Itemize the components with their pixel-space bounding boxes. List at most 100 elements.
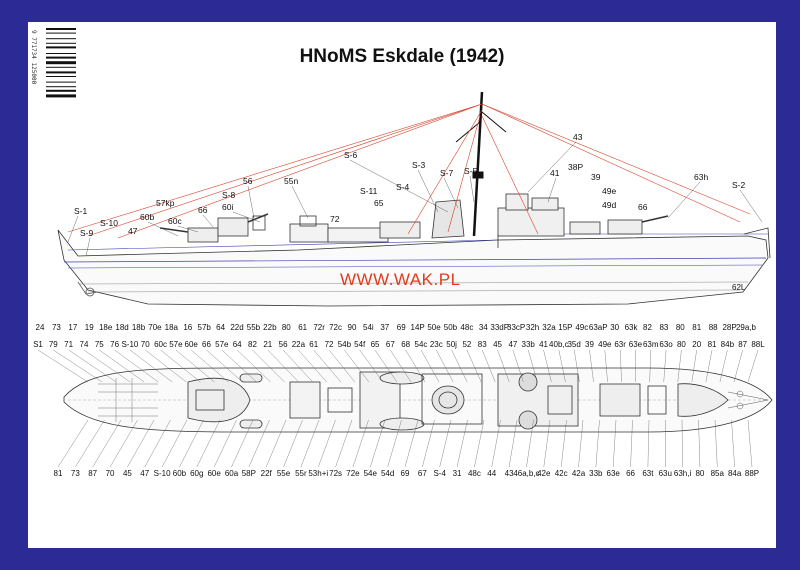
plan-top-leader <box>677 349 682 383</box>
callout-s5: S-5 <box>464 166 478 176</box>
callout-41: 41 <box>550 168 560 178</box>
side-bottom-label: 61 <box>298 323 307 332</box>
plan-top-leader <box>649 349 651 383</box>
ship-drawing: S-1 S-9 S-10 47 60b 60c 57kp 66 S-8 60i … <box>33 91 773 478</box>
plan-top-label: 61 <box>309 340 318 349</box>
side-bottom-label: 81 <box>692 323 701 332</box>
plan-bottom-leader <box>266 419 287 468</box>
callout-s7: S-7 <box>440 168 454 178</box>
plan-top-leader <box>466 349 482 383</box>
callout-72: 72 <box>330 214 340 224</box>
plan-top-label: 67 <box>386 340 395 349</box>
callout-49d: 49d <box>602 200 616 210</box>
plan-bottom-label: 31 <box>453 469 462 478</box>
plan-bottom-leader <box>387 419 402 468</box>
side-leader-lines <box>67 141 763 257</box>
plan-bottom-leader <box>196 419 221 468</box>
plan-bottom-label: 72e <box>346 469 360 478</box>
plan-bottom-label: 45 <box>123 469 132 478</box>
plan-bottom-leader <box>248 419 270 468</box>
callout-62l: 62L <box>732 283 746 292</box>
plan-top-leader <box>53 349 103 383</box>
callout-s9: S-9 <box>80 228 94 238</box>
plan-top-label: 57e <box>169 340 183 349</box>
side-bottom-label: 19 <box>85 323 94 332</box>
plan-top-leader <box>237 349 271 383</box>
side-bottom-label: 29a,b <box>736 323 757 332</box>
plan-top-leader <box>747 349 759 383</box>
plan-bottom-label: 42a <box>572 469 586 478</box>
plan-bottom-label: 47 <box>140 469 149 478</box>
plan-top-leader <box>282 349 313 383</box>
hull-profile <box>57 229 769 307</box>
plan-top-label: 72 <box>325 340 334 349</box>
plan-top-label: 75 <box>95 340 104 349</box>
callout-s1: S-1 <box>74 206 88 216</box>
callout-66b: 66 <box>638 202 648 212</box>
side-bottom-label: 32h <box>526 323 539 332</box>
side-bottom-label: 37 <box>380 323 389 332</box>
plan-top-label: 57e <box>215 340 229 349</box>
plan-bottom-label: 60g <box>190 469 203 478</box>
plan-top-leader <box>558 349 566 383</box>
plan-bottom-label: 44 <box>487 469 496 478</box>
plan-top-label: 66 <box>202 340 211 349</box>
plan-bottom-leader <box>404 419 419 468</box>
plan-top-label: 20 <box>692 340 701 349</box>
plan-bottom-leader <box>92 419 122 468</box>
side-bottom-label: 73 <box>52 323 61 332</box>
plan-top-label: 81 <box>708 340 717 349</box>
plan-top-leader <box>619 349 622 383</box>
plan-bottom-leader <box>560 419 567 468</box>
side-bottom-label: 63k <box>625 323 639 332</box>
plan-bottom-label: 60b <box>173 469 187 478</box>
side-bottom-label: 64 <box>216 323 225 332</box>
plan-top-label: 71 <box>64 340 73 349</box>
plan-bottom-label: 87 <box>88 469 97 478</box>
watermark-url: WWW.WAK.PL <box>340 270 461 289</box>
plan-top-leader <box>733 349 743 383</box>
plan-bottom-leader <box>474 419 485 468</box>
plan-bottom-leader <box>491 419 501 468</box>
plan-top-leader <box>206 349 243 383</box>
side-bottom-label: 55b <box>247 323 261 332</box>
side-bottom-label: 48c <box>460 323 473 332</box>
funnel-top <box>431 385 465 415</box>
side-bottom-label: 88 <box>709 323 718 332</box>
plan-top-leader <box>68 349 117 383</box>
side-profile <box>57 193 771 307</box>
plan-top-leader <box>191 349 229 383</box>
side-bottom-label: 16 <box>183 323 192 332</box>
side-callouts: S-1 S-9 S-10 47 60b 60c 57kp 66 S-8 60i … <box>74 132 746 292</box>
plan-top-leader <box>420 349 440 383</box>
callout-55n: 55n <box>284 176 298 186</box>
plan-bottom-label: 72s <box>329 469 342 478</box>
plan-bottom-leader <box>300 419 320 468</box>
side-bottom-label: 50e <box>427 323 441 332</box>
plan-top-label: 40b,c <box>549 340 569 349</box>
callout-65: 65 <box>374 198 384 208</box>
plan-top-leader <box>37 349 89 383</box>
callout-60i: 60i <box>222 202 233 212</box>
plan-bottom-leader <box>578 419 584 468</box>
side-bottom-label: 72c <box>329 323 342 332</box>
plan-top-leader <box>390 349 412 383</box>
side-bottom-label: 33cP <box>507 323 525 332</box>
callout-s6: S-6 <box>344 150 358 160</box>
callout-47: 47 <box>128 226 138 236</box>
side-bottom-label: 82 <box>643 323 652 332</box>
plan-bottom-label: 54e <box>364 469 378 478</box>
plan-top-label: 52 <box>462 340 471 349</box>
plan-bottom-label: 81 <box>54 469 63 478</box>
plan-bottom-leader <box>57 419 89 468</box>
side-bottom-label: 80 <box>676 323 685 332</box>
side-bottom-label: 32a <box>542 323 556 332</box>
barcode <box>46 28 76 98</box>
plan-top-label: 63o <box>659 340 673 349</box>
plan-top-leader <box>83 349 131 383</box>
plan-bottom-label: 43 <box>505 469 514 478</box>
plan-top-label: 68 <box>401 340 410 349</box>
callout-60c: 60c <box>168 216 182 226</box>
plan-bottom-label: 80 <box>695 469 704 478</box>
plan-bottom-label: 58P <box>242 469 256 478</box>
